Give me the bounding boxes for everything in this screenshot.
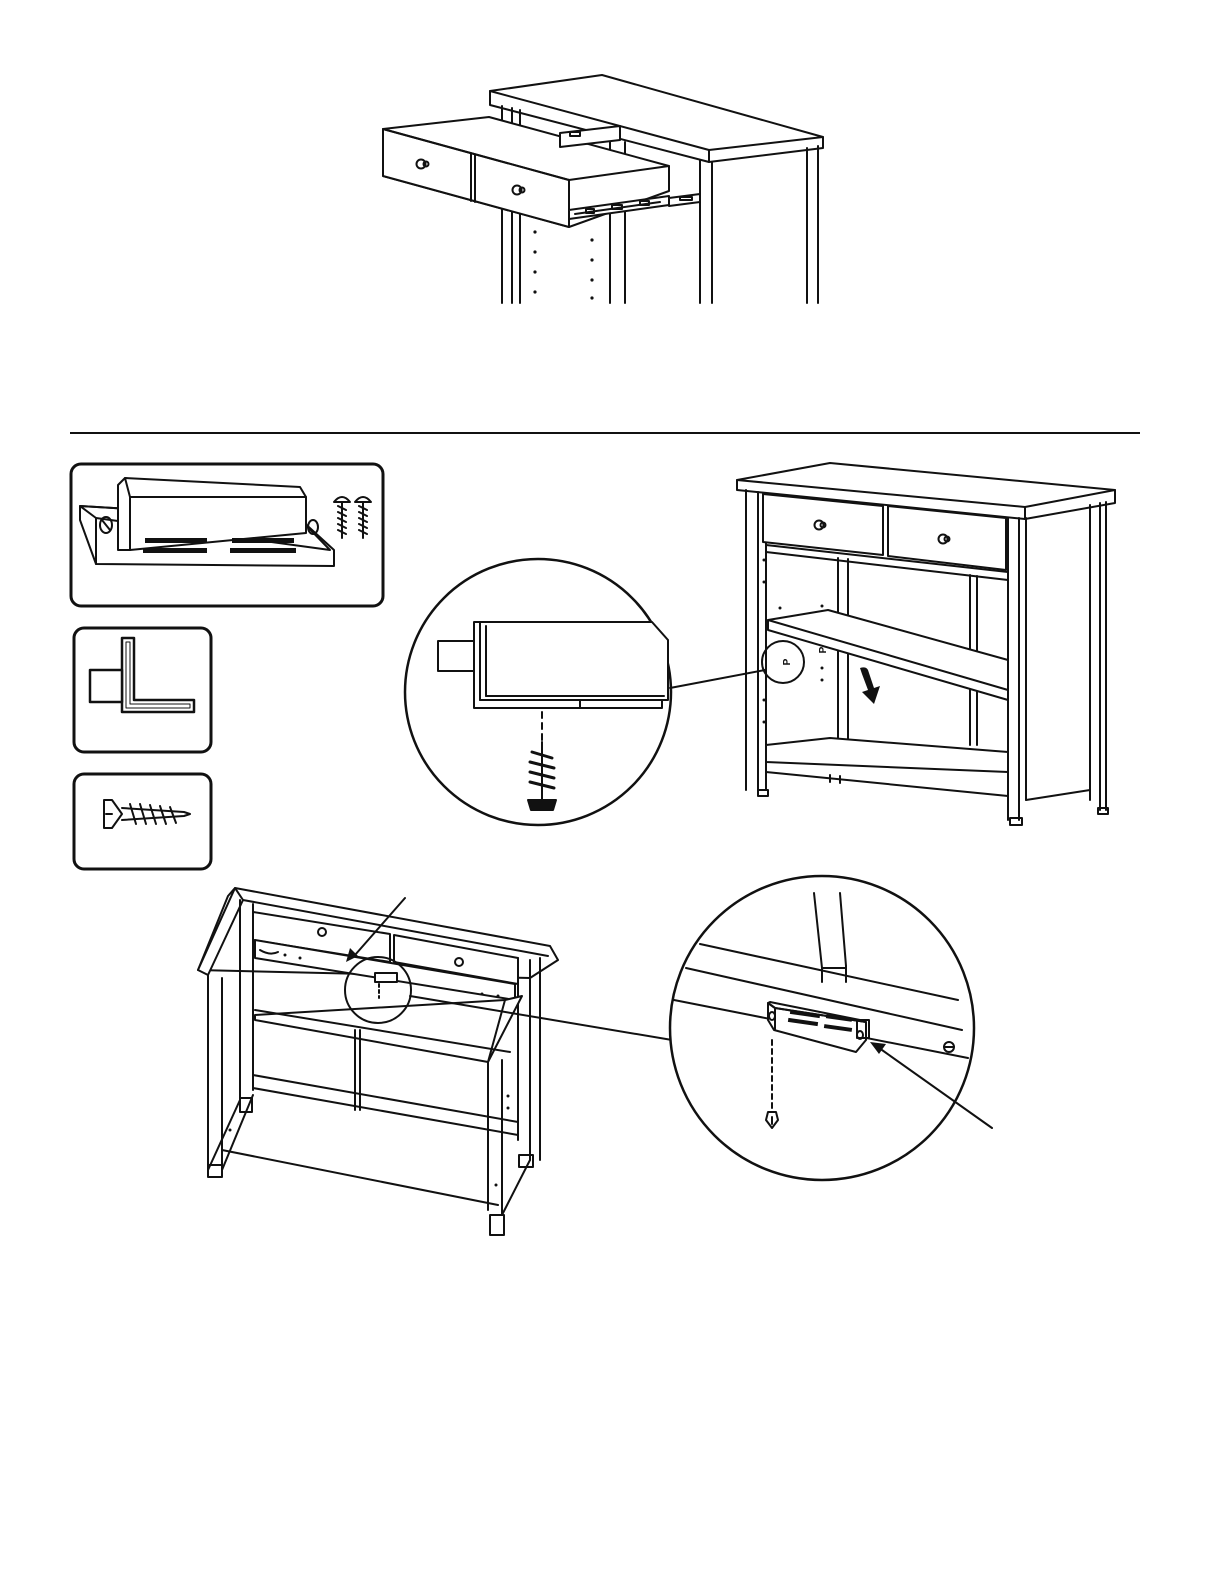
cabinet-rear-view — [198, 888, 558, 1235]
